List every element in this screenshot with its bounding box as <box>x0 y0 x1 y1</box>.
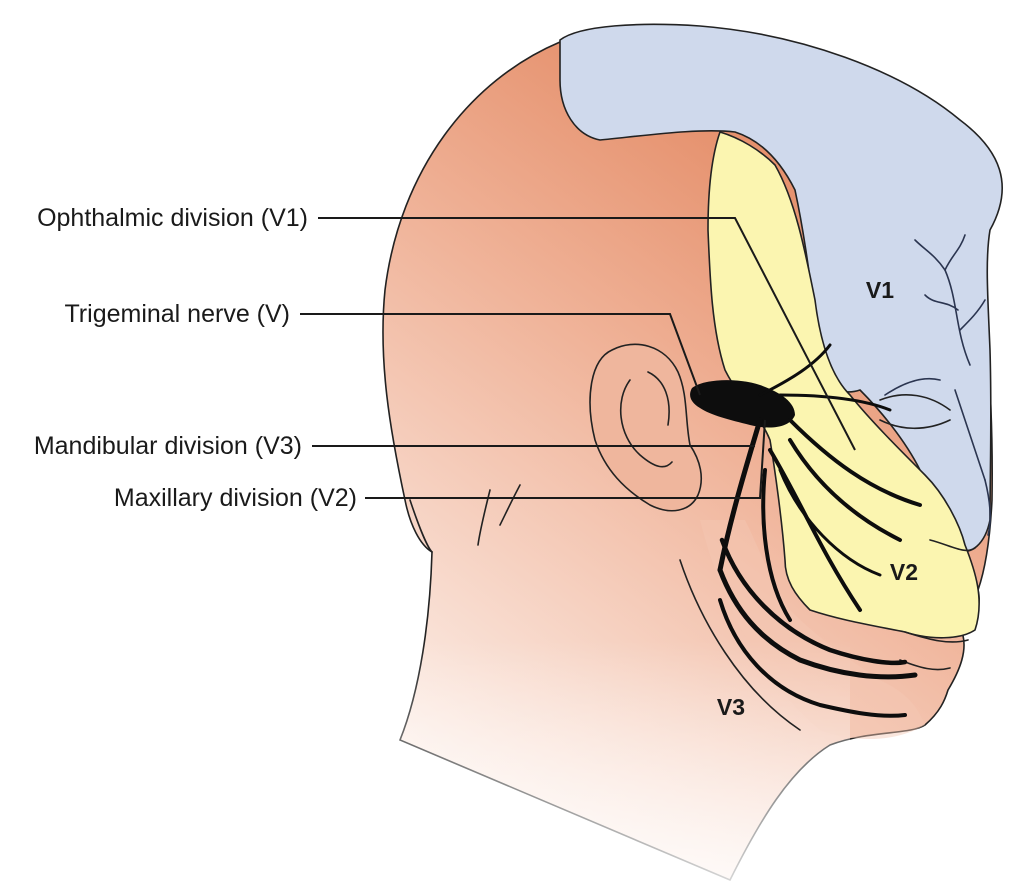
leader-ophthalmic <box>318 217 856 451</box>
ear <box>589 343 702 512</box>
trigeminal-nerve-trunks <box>690 343 922 718</box>
leader-maxillary <box>365 419 766 499</box>
region-label-v3: V3 <box>717 694 745 720</box>
label-ophthalmic-division: Ophthalmic division (V1) <box>37 204 308 232</box>
region-label-v2: V2 <box>890 559 918 585</box>
label-mandibular-division: Mandibular division (V3) <box>34 432 302 460</box>
leader-lines <box>300 217 856 499</box>
v3-zone <box>700 520 925 740</box>
label-trigeminal-nerve: Trigeminal nerve (V) <box>64 300 290 328</box>
v2-zone <box>707 131 980 639</box>
region-label-v1: V1 <box>866 277 894 303</box>
leader-trigeminal <box>300 313 701 396</box>
label-maxillary-division: Maxillary division (V2) <box>114 484 357 512</box>
